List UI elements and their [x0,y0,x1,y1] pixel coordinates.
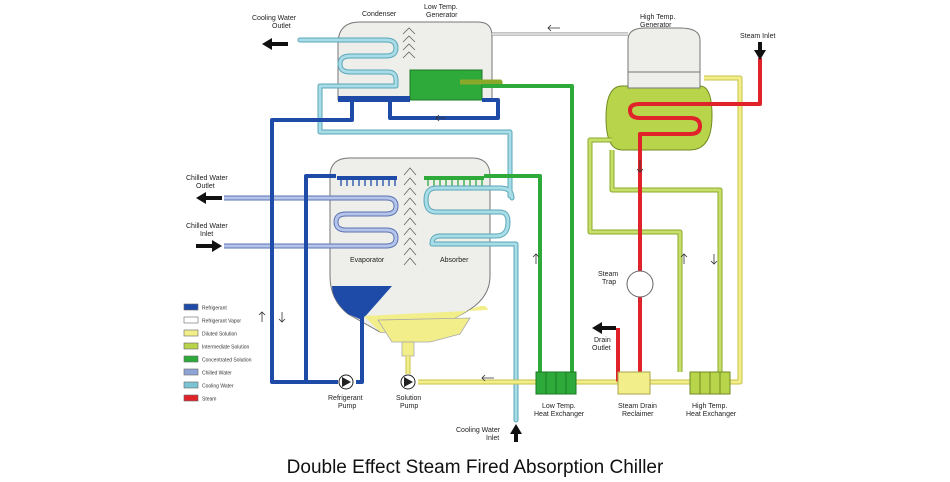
ltg-label-line2: Generator [426,12,458,19]
legend-item: Chilled Water [183,368,232,377]
htg-label-line1: High Temp. [640,14,675,21]
diluted-solution-pipes-light [406,76,742,384]
cw-outlet-label-line2: Outlet [272,23,291,30]
legend-item: Refrigerant Vapor [183,316,241,325]
lt-heat-exchanger [535,371,577,395]
ht-heat-exchanger [689,371,731,395]
legend-label: Steam [202,397,216,403]
diagram-caption: Double Effect Steam Fired Absorption Chi… [287,457,664,478]
htg-label-line2: Generator [640,22,672,29]
legend-swatch [183,368,199,376]
internal-flow-arrows [258,24,718,382]
refrigerant-pump-icon [338,374,354,390]
steam-inlet-arrow [754,42,766,60]
refrigerant-pipes [270,98,500,384]
legend-swatch [183,355,199,363]
intermediate-solution-pipes-light [588,138,722,372]
external-flow-arrows [196,38,766,442]
legend-item: Refrigerant [183,303,227,312]
legend-label: Intermediate Solution [202,345,249,351]
steam-trap-label-line1: Steam [598,271,618,278]
vapor-flow-arrows [402,27,417,266]
solution-pump-icon [400,374,416,390]
legend-item: Steam [183,394,216,403]
legend-label: Refrigerant [202,306,227,312]
drain-outlet-label-line1: Drain [594,337,611,344]
condenser-label: Condenser [362,11,397,18]
solution-pump-label-line1: Solution [396,395,421,402]
legend-label: Concentrated Solution [202,358,252,364]
chw-outlet-label-line1: Chilled Water [186,175,228,182]
drain-reclaimer-label-line2: Reclaimer [622,411,654,418]
sump-outlet [401,341,415,357]
steam-trap [626,270,654,298]
refrigerant-pump-label-line1: Refrigerant [328,395,363,402]
chw-inlet-label-line1: Chilled Water [186,223,228,230]
chw-inlet-label-line2: Inlet [200,231,213,238]
legend-swatch [183,303,199,311]
hthx-label-line2: Heat Exchanger [686,411,737,418]
ltg-tank [409,69,483,101]
cw-outlet-label-line1: Cooling Water [252,15,297,22]
evaporator-spray-header [337,176,397,186]
cw-inlet-label-line2: Inlet [486,435,499,442]
evaporator-label: Evaporator [350,257,385,264]
legend-item: Diluted Solution [183,329,237,338]
cw-inlet-label-line1: Cooling Water [456,427,501,434]
lthx-label-line1: Low Temp. [542,403,576,410]
drain-outlet-arrow [592,322,616,334]
chw-outlet-label-line2: Outlet [196,183,215,190]
legend-swatch [183,329,199,337]
chw-inlet-arrow [196,240,222,252]
legend-swatch [183,381,199,389]
legend-label: Diluted Solution [202,332,237,338]
steam-drain-reclaimer [617,371,651,395]
hthx-label-line1: High Temp. [692,403,727,410]
cooling-water-pipes-light [298,38,518,422]
concentrated-solution-pipes [482,84,574,372]
cw-inlet-arrow [510,424,522,442]
legend-label: Refrigerant Vapor [202,319,241,325]
legend-swatch [183,342,199,350]
evaporator-refrigerant-pool [332,286,392,320]
legend-swatch [183,316,199,324]
legend-item: Intermediate Solution [183,342,249,351]
absorber-sump [377,317,471,343]
chw-outlet-arrow [196,192,222,204]
absorber-label: Absorber [440,257,469,264]
steam-inlet-label: Steam Inlet [740,33,775,40]
legend-label: Cooling Water [202,384,234,390]
legend-item: Concentrated Solution [183,355,252,364]
htg-dome [627,27,701,79]
absorber-spray-header [424,176,484,186]
cw-outlet-arrow [262,38,288,50]
legend-item: Cooling Water [183,381,234,390]
htg-neck [627,71,701,89]
solution-pump-label-line2: Pump [400,403,418,410]
condenser-refrigerant-pool [338,96,410,102]
legend-swatch [183,394,199,402]
refrigerant-pump-label-line2: Pump [338,403,356,410]
lthx-label-line2: Heat Exchanger [534,411,585,418]
steam-trap-label-line2: Trap [602,279,616,286]
chilled-water-pipes-light [224,196,398,248]
drain-outlet-label-line2: Outlet [592,345,611,352]
ltg-label-line1: Low Temp. [424,4,458,11]
drain-reclaimer-label-line1: Steam Drain [618,403,657,410]
legend-label: Chilled Water [202,371,232,377]
